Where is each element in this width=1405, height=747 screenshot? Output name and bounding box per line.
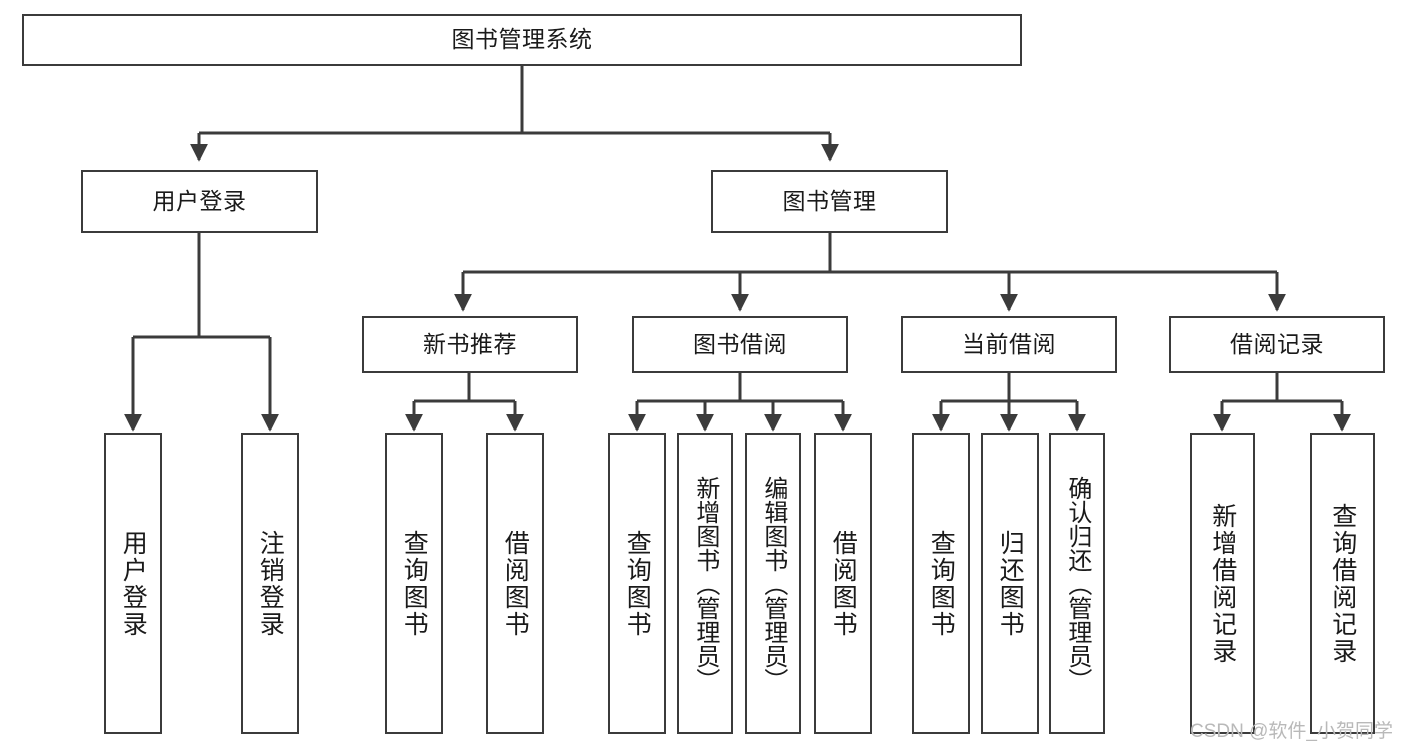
leaf-user-login-signout[interactable]: 注销登录 [241, 433, 299, 734]
csdn-watermark: CSDN @软件_小贺同学 [1190, 721, 1393, 742]
node-book-borrow-label: 图书借阅 [693, 330, 787, 357]
node-book-borrow[interactable]: 图书借阅 [632, 316, 848, 373]
leaf-label: 新增图书（管理员） [691, 475, 719, 692]
leaf-label: 用户登录 [119, 529, 148, 638]
leaf-label: 查询图书 [400, 529, 429, 638]
node-current-borrow[interactable]: 当前借阅 [901, 316, 1117, 373]
leaf-label: 查询图书 [623, 529, 652, 638]
leaf-book-borrow-query-book[interactable]: 查询图书 [608, 433, 666, 734]
node-new-book-recommend[interactable]: 新书推荐 [362, 316, 578, 373]
leaf-current-borrow-return-book[interactable]: 归还图书 [981, 433, 1039, 734]
node-new-book-recommend-label: 新书推荐 [423, 330, 517, 357]
leaf-user-login-signin[interactable]: 用户登录 [104, 433, 162, 734]
leaf-label: 借阅图书 [829, 529, 858, 638]
leaf-label: 查询图书 [927, 529, 956, 638]
node-book-management-label: 图书管理 [782, 187, 877, 214]
leaf-new-book-query-book[interactable]: 查询图书 [385, 433, 443, 734]
node-root[interactable]: 图书管理系统 [22, 14, 1022, 66]
leaf-label: 归还图书 [996, 529, 1025, 638]
node-user-login[interactable]: 用户登录 [81, 170, 318, 233]
leaf-label: 编辑图书（管理员） [759, 475, 787, 692]
leaf-label: 确认归还（管理员） [1063, 475, 1091, 692]
leaf-label: 查询借阅记录 [1328, 502, 1357, 665]
leaf-book-borrow-edit-book-admin[interactable]: 编辑图书（管理员） [745, 433, 801, 734]
leaf-book-borrow-borrow-book[interactable]: 借阅图书 [814, 433, 872, 734]
leaf-borrow-record-add-record[interactable]: 新增借阅记录 [1190, 433, 1255, 734]
node-root-label: 图书管理系统 [451, 26, 593, 53]
leaf-label: 借阅图书 [501, 529, 530, 638]
leaf-current-borrow-query-book[interactable]: 查询图书 [912, 433, 970, 734]
leaf-borrow-record-query-record[interactable]: 查询借阅记录 [1310, 433, 1375, 734]
node-user-login-label: 用户登录 [152, 187, 247, 214]
node-borrow-record-label: 借阅记录 [1230, 330, 1324, 357]
leaf-new-book-borrow-book[interactable]: 借阅图书 [486, 433, 544, 734]
leaf-label: 注销登录 [256, 529, 285, 638]
leaf-label: 新增借阅记录 [1208, 502, 1237, 665]
leaf-current-borrow-confirm-return-admin[interactable]: 确认归还（管理员） [1049, 433, 1105, 734]
leaf-book-borrow-add-book-admin[interactable]: 新增图书（管理员） [677, 433, 733, 734]
node-current-borrow-label: 当前借阅 [962, 330, 1056, 357]
node-book-management[interactable]: 图书管理 [711, 170, 948, 233]
node-borrow-record[interactable]: 借阅记录 [1169, 316, 1385, 373]
